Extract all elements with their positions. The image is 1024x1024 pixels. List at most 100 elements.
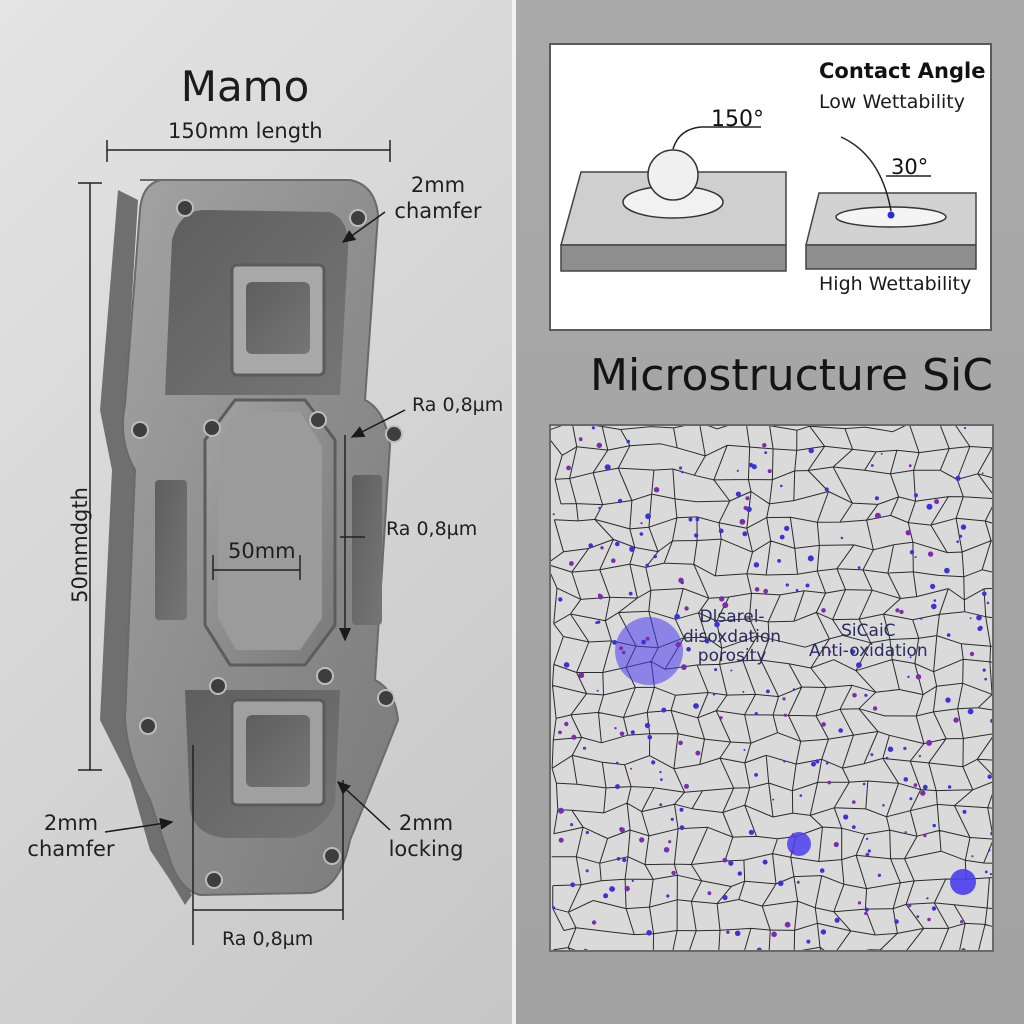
- pore-dot: [777, 559, 781, 563]
- pore-dot: [742, 690, 745, 693]
- porosity-label: Dlsarel- disoxdation porosity: [683, 607, 782, 667]
- pore-dot: [828, 650, 832, 654]
- pore-dot: [977, 626, 983, 632]
- pore-dot: [960, 524, 967, 530]
- pore-dot: [659, 770, 662, 774]
- pore-dot: [956, 540, 959, 543]
- low-wettability-label: Low Wettability: [819, 91, 965, 113]
- pore-dot: [748, 829, 754, 835]
- pore-dot: [583, 948, 588, 950]
- pore-dot: [736, 469, 739, 472]
- microstructure-title: Microstructure SiC: [590, 350, 993, 401]
- pore-dot: [678, 577, 684, 583]
- pore-dot: [931, 603, 937, 610]
- pore-dot: [686, 647, 691, 652]
- pore-dot: [834, 917, 840, 923]
- pore-dot: [570, 882, 576, 888]
- pore-dot: [766, 689, 770, 694]
- pore-dot: [988, 849, 991, 852]
- pore-dot: [622, 857, 627, 863]
- pore-dot: [722, 894, 728, 901]
- pore-dot: [920, 617, 923, 620]
- pore-dot: [821, 722, 826, 727]
- pore-dot: [704, 638, 710, 644]
- pore-dot: [647, 735, 653, 740]
- droplet-low-angle: [887, 211, 895, 219]
- pore-blob: [787, 832, 811, 856]
- pore-dot: [735, 491, 741, 497]
- contact-angle-box: Contact Angle Low Wettability 150° 30° H…: [549, 43, 992, 331]
- pore-dot: [671, 870, 676, 876]
- pore-blob: [950, 869, 976, 895]
- pore-dot: [645, 636, 650, 641]
- pore-dot: [931, 906, 937, 911]
- pore-dot: [722, 857, 728, 863]
- part-title: Mamo: [180, 62, 310, 111]
- pore-dot: [645, 563, 649, 567]
- pore-dot: [570, 823, 574, 827]
- pore-dot: [903, 777, 909, 782]
- pore-dot: [714, 668, 718, 672]
- height-dimension-label: 50mmdgth: [68, 487, 92, 603]
- pore-dot: [795, 588, 799, 592]
- pore-dot: [864, 693, 868, 697]
- grain-boundaries: [551, 426, 992, 950]
- pore-dot: [616, 857, 621, 861]
- pore-dot: [582, 746, 587, 750]
- pore-dot: [552, 906, 556, 910]
- pore-dot: [619, 646, 624, 651]
- pore-dot: [852, 800, 856, 804]
- pore-dot: [969, 617, 972, 620]
- pore-dot: [694, 533, 699, 538]
- pore-dot: [726, 930, 730, 934]
- pore-dot: [915, 674, 922, 680]
- pore-dot: [872, 706, 878, 711]
- pore-dot: [640, 522, 643, 525]
- pore-dot: [693, 703, 699, 709]
- pore-dot: [923, 833, 927, 838]
- pore-dot: [904, 831, 907, 834]
- angle-150-label: 150°: [711, 107, 764, 132]
- pore-dot: [659, 803, 663, 807]
- pore-dot: [629, 546, 635, 552]
- pore-dot: [566, 465, 571, 471]
- pore-dot: [909, 797, 913, 801]
- pore-dot: [644, 722, 651, 729]
- panel-divider: [512, 0, 516, 1024]
- pore-dot: [909, 550, 915, 555]
- pore-dot: [762, 859, 768, 865]
- pore-dot: [930, 583, 936, 589]
- pore-dot: [585, 869, 589, 873]
- pore-dot: [639, 532, 644, 536]
- pore-dot: [730, 669, 733, 672]
- pore-dot: [663, 847, 670, 853]
- pore-dot: [678, 740, 683, 746]
- pore-dot: [558, 837, 564, 843]
- pore-dot: [887, 746, 894, 752]
- pore-dot: [630, 767, 633, 770]
- pore-dot: [722, 602, 729, 609]
- pore-dot: [558, 597, 563, 602]
- pore-dot: [679, 466, 683, 470]
- pore-dot: [805, 583, 810, 588]
- pore-dot: [870, 464, 874, 467]
- pore-dot: [909, 656, 912, 659]
- pore-dot: [946, 633, 951, 637]
- pore-dot: [743, 749, 746, 751]
- anti-oxidation-label: SiCaiC Anti-oxidation: [809, 621, 928, 661]
- pore-dot: [564, 721, 569, 727]
- pore-dot: [984, 677, 988, 681]
- pore-dot: [719, 596, 725, 602]
- pore-dot: [756, 947, 762, 950]
- pore-dot: [609, 886, 615, 892]
- roughness-label-bottom: Ra 0,8µm: [222, 928, 314, 950]
- pore-dot: [712, 693, 716, 696]
- pore-dot: [596, 442, 602, 448]
- pore-dot: [792, 688, 796, 691]
- pore-dot: [852, 693, 857, 698]
- pore-dot: [874, 496, 879, 501]
- pore-dot: [967, 708, 974, 715]
- pore-dot: [743, 532, 747, 536]
- pore-dot: [918, 754, 922, 758]
- pore-dot: [961, 948, 966, 950]
